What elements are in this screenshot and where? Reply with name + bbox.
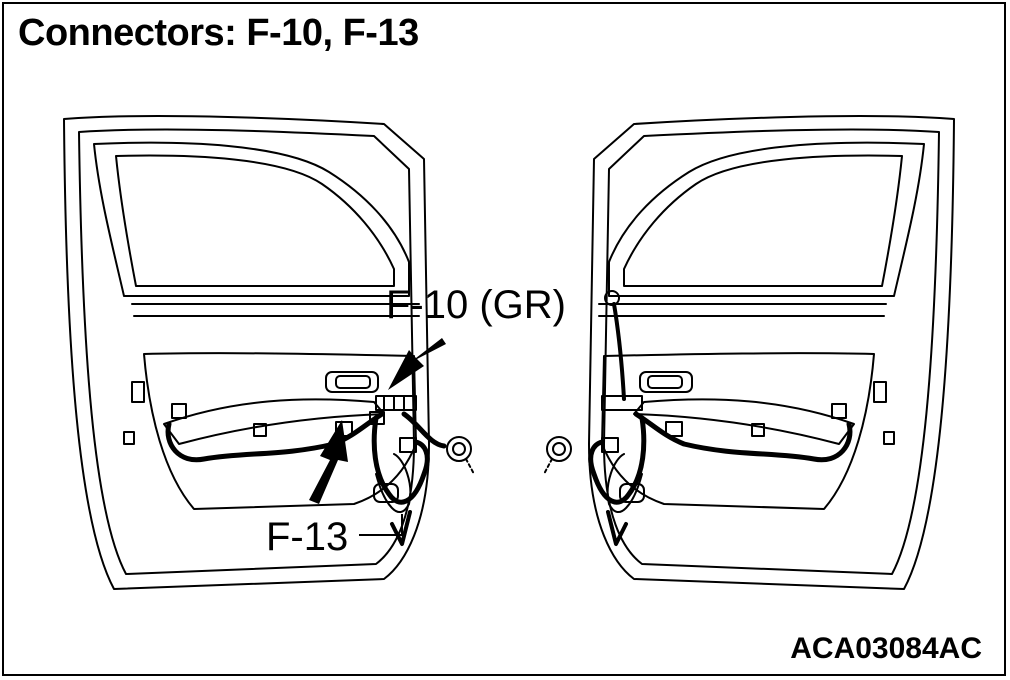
right-door (543, 115, 955, 590)
door-wiring-illustration: F-10 (GR) F-13 (63, 115, 955, 590)
arrow-f10 (388, 338, 446, 390)
callout-f13-label: F-13 (266, 515, 348, 559)
callout-f10-label: F-10 (GR) (386, 283, 566, 327)
callout-f13: F-13 (266, 420, 403, 559)
arrow-f13 (309, 420, 348, 504)
figure-code: ACA03084AC (790, 632, 982, 665)
diagram-title: Connectors: F-10, F-13 (18, 12, 419, 54)
callout-f10: F-10 (GR) (386, 283, 566, 390)
